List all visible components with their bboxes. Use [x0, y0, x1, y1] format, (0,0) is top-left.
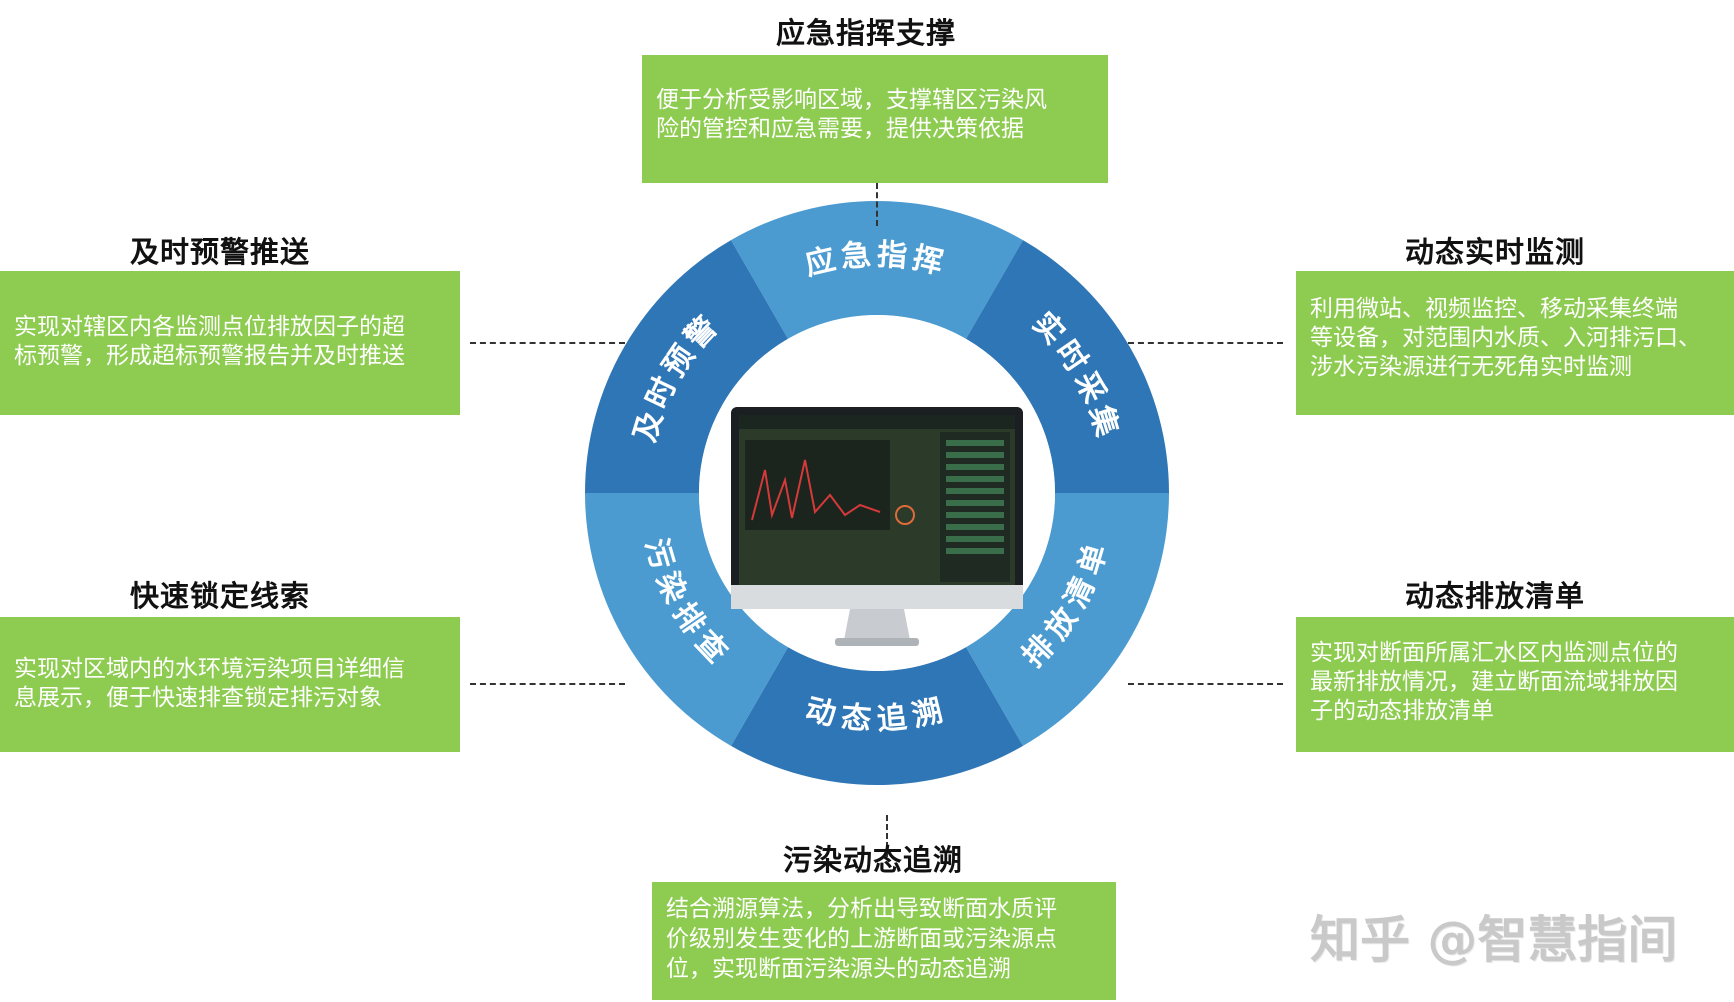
ring-segment-2	[966, 493, 1169, 746]
ring-segment-1	[966, 240, 1169, 493]
top-line-2: 险的管控和应急需要，提供决策依据	[656, 116, 1024, 142]
right-lower-title: 动态排放清单	[1405, 579, 1586, 613]
left-upper-box: 实现对辖区内各监测点位排放因子的超 标预警，形成超标预警报告并及时推送	[0, 271, 460, 415]
left-lower-title: 快速锁定线索	[130, 579, 311, 613]
connector-right-upper	[1128, 342, 1283, 344]
left-lower-box: 实现对区域内的水环境污染项目详细信 息展示，便于快速排查锁定排污对象	[0, 617, 460, 752]
right-lower-box: 实现对断面所属汇水区内监测点位的 最新排放情况，建立断面流域排放因 子的动态排放…	[1296, 617, 1734, 752]
connector-left-lower	[470, 683, 625, 685]
connector-bottom	[886, 815, 888, 857]
connector-left-upper	[470, 342, 625, 344]
connector-top	[876, 183, 878, 226]
left-lower-line-1: 实现对区域内的水环境污染项目详细信	[14, 656, 405, 682]
left-upper-title: 及时预警推送	[130, 235, 311, 269]
top-title: 应急指挥支撑	[776, 16, 957, 50]
bottom-line-2: 价级别发生变化的上游断面或污染源点	[666, 926, 1057, 952]
left-lower-line-2: 息展示，便于快速排查锁定排污对象	[14, 685, 382, 711]
ring-segment-0	[731, 200, 1023, 339]
left-upper-line-1: 实现对辖区内各监测点位排放因子的超	[14, 314, 405, 340]
right-upper-line-1: 利用微站、视频监控、移动采集终端	[1310, 296, 1678, 322]
top-box: 便于分析受影响区域，支撑辖区污染风 险的管控和应急需要，提供决策依据	[642, 55, 1108, 183]
left-upper-line-2: 标预警，形成超标预警报告并及时推送	[14, 343, 405, 369]
right-lower-line-3: 子的动态排放清单	[1310, 698, 1494, 724]
right-lower-line-2: 最新排放情况，建立断面流域排放因	[1310, 669, 1678, 695]
monitor-illustration	[731, 407, 1023, 646]
right-upper-line-2: 等设备，对范围内水质、入河排污口、	[1310, 325, 1701, 351]
right-upper-box: 利用微站、视频监控、移动采集终端 等设备，对范围内水质、入河排污口、 涉水污染源…	[1296, 271, 1734, 415]
ring-segment-5	[585, 240, 788, 493]
bottom-line-1: 结合溯源算法，分析出导致断面水质评	[666, 896, 1057, 922]
right-upper-line-3: 涉水污染源进行无死角实时监测	[1310, 354, 1632, 380]
connector-right-lower	[1128, 683, 1283, 685]
watermark: 知乎 @智慧指间	[1310, 911, 1678, 969]
ring-segment-3	[731, 647, 1023, 785]
top-line-1: 便于分析受影响区域，支撑辖区污染风	[656, 87, 1047, 113]
ring-segment-4	[585, 493, 788, 746]
bottom-title: 污染动态追溯	[783, 843, 964, 877]
bottom-line-3: 位，实现断面污染源头的动态追溯	[666, 956, 1011, 982]
right-lower-line-1: 实现对断面所属汇水区内监测点位的	[1310, 640, 1678, 666]
right-upper-title: 动态实时监测	[1405, 235, 1586, 269]
bottom-box: 结合溯源算法，分析出导致断面水质评 价级别发生变化的上游断面或污染源点 位，实现…	[652, 882, 1116, 1000]
